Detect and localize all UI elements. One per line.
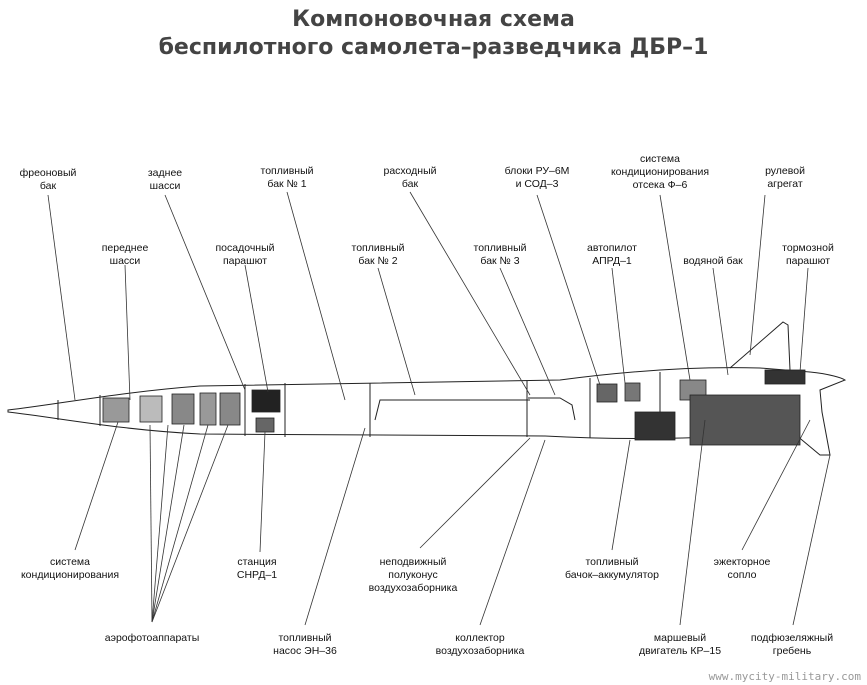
label-service-tank: расходный бак — [383, 165, 437, 190]
label-air-cond-f6: система кондиционирования отсека Ф–6 — [610, 153, 710, 191]
label-ru6m-sod3: блоки РУ–6М и СОД–3 — [504, 165, 570, 190]
label-fuel-pump: топливный насос ЭН–36 — [273, 632, 337, 657]
label-rear-gear: заднее шасси — [147, 167, 183, 192]
label-water-tank: водяной бак — [683, 255, 743, 267]
label-brake-chute: тормозной парашют — [782, 242, 834, 267]
fuselage-outline — [7, 367, 847, 456]
vertical-fin — [729, 321, 791, 371]
label-ejector-nozzle: эжекторное сопло — [713, 556, 771, 581]
title-line-1: Компоновочная схема — [292, 7, 575, 32]
label-air-conditioning: система кондиционирования — [20, 556, 120, 581]
label-fixed-half-cone: неподвижный полуконус воздухозаборника — [368, 556, 458, 594]
label-rudder-unit: рулевой агрегат — [765, 165, 805, 190]
diagram-title: Компоновочная схема беспилотного самолет… — [0, 6, 867, 62]
label-accumulator-tank: топливный бачок–аккумулятор — [565, 556, 659, 581]
label-freon-tank: фреоновый бак — [19, 167, 77, 192]
label-main-engine: маршевый двигатель КР–15 — [638, 632, 722, 657]
label-intake-collector: коллектор воздухозаборника — [435, 632, 525, 657]
title-line-2: беспилотного самолета–разведчика ДБР–1 — [158, 35, 709, 60]
label-srnd-station: станция СНРД–1 — [236, 556, 278, 581]
label-fuel-tank-3: топливный бак № 3 — [473, 242, 527, 267]
label-fuel-tank-1: топливный бак № 1 — [260, 165, 314, 190]
label-fuel-tank-2: топливный бак № 2 — [351, 242, 405, 267]
label-autopilot: автопилот АПРД–1 — [587, 242, 637, 267]
label-landing-chute: посадочный парашют — [215, 242, 275, 267]
label-aerial-cameras: аэрофотоаппараты — [104, 632, 200, 644]
label-ventral-fin: подфюзеляжный гребень — [750, 632, 834, 657]
label-front-gear: переднее шасси — [101, 242, 149, 267]
watermark: www.mycity-military.com — [708, 670, 861, 683]
